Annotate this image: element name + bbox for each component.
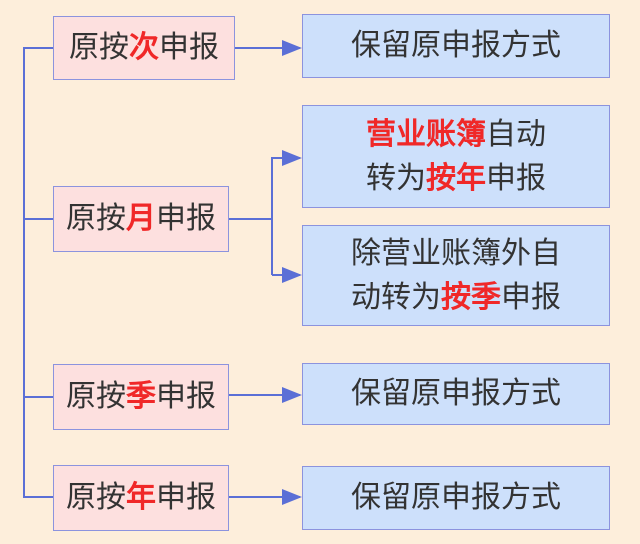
left-box-yearly: 原按年申报 [53,465,229,531]
label: 申报 [156,379,216,414]
right-box-keep-2: 保留原申报方式 [302,363,610,425]
highlight: 按季 [441,279,501,315]
label: 申报 [156,480,216,515]
label: 保留原申报方式 [351,28,561,63]
right-box-keep-1: 保留原申报方式 [302,14,610,78]
highlight: 次 [129,30,159,65]
label: 保留原申报方式 [351,376,561,411]
label: 申报 [501,279,561,315]
label: 除营业账簿外自 [351,235,561,271]
label: 申报 [156,201,216,236]
label: 转为 [366,160,426,196]
highlight: 季 [126,379,156,414]
label: 申报 [159,30,219,65]
highlight: 月 [126,201,156,236]
label: 原按 [66,480,126,515]
label: 原按 [66,201,126,236]
label: 申报 [486,160,546,196]
highlight: 营业账簿 [366,116,486,152]
left-box-monthly: 原按月申报 [53,186,229,252]
trunk-line [23,47,53,498]
label: 原按 [69,30,129,65]
label: 保留原申报方式 [351,480,561,515]
right-box-yearly: 营业账簿自动 转为按年申报 [302,105,610,208]
branch-line [229,158,300,275]
highlight: 年 [126,480,156,515]
label: 原按 [66,379,126,414]
right-box-quarterly: 除营业账簿外自 动转为按季申报 [302,225,610,326]
label: 自动 [486,116,546,152]
right-box-keep-3: 保留原申报方式 [302,466,610,530]
label: 动转为 [351,279,441,315]
left-box-quarterly: 原按季申报 [53,364,229,430]
left-box-per-time: 原按次申报 [53,16,235,80]
highlight: 按年 [426,160,486,196]
